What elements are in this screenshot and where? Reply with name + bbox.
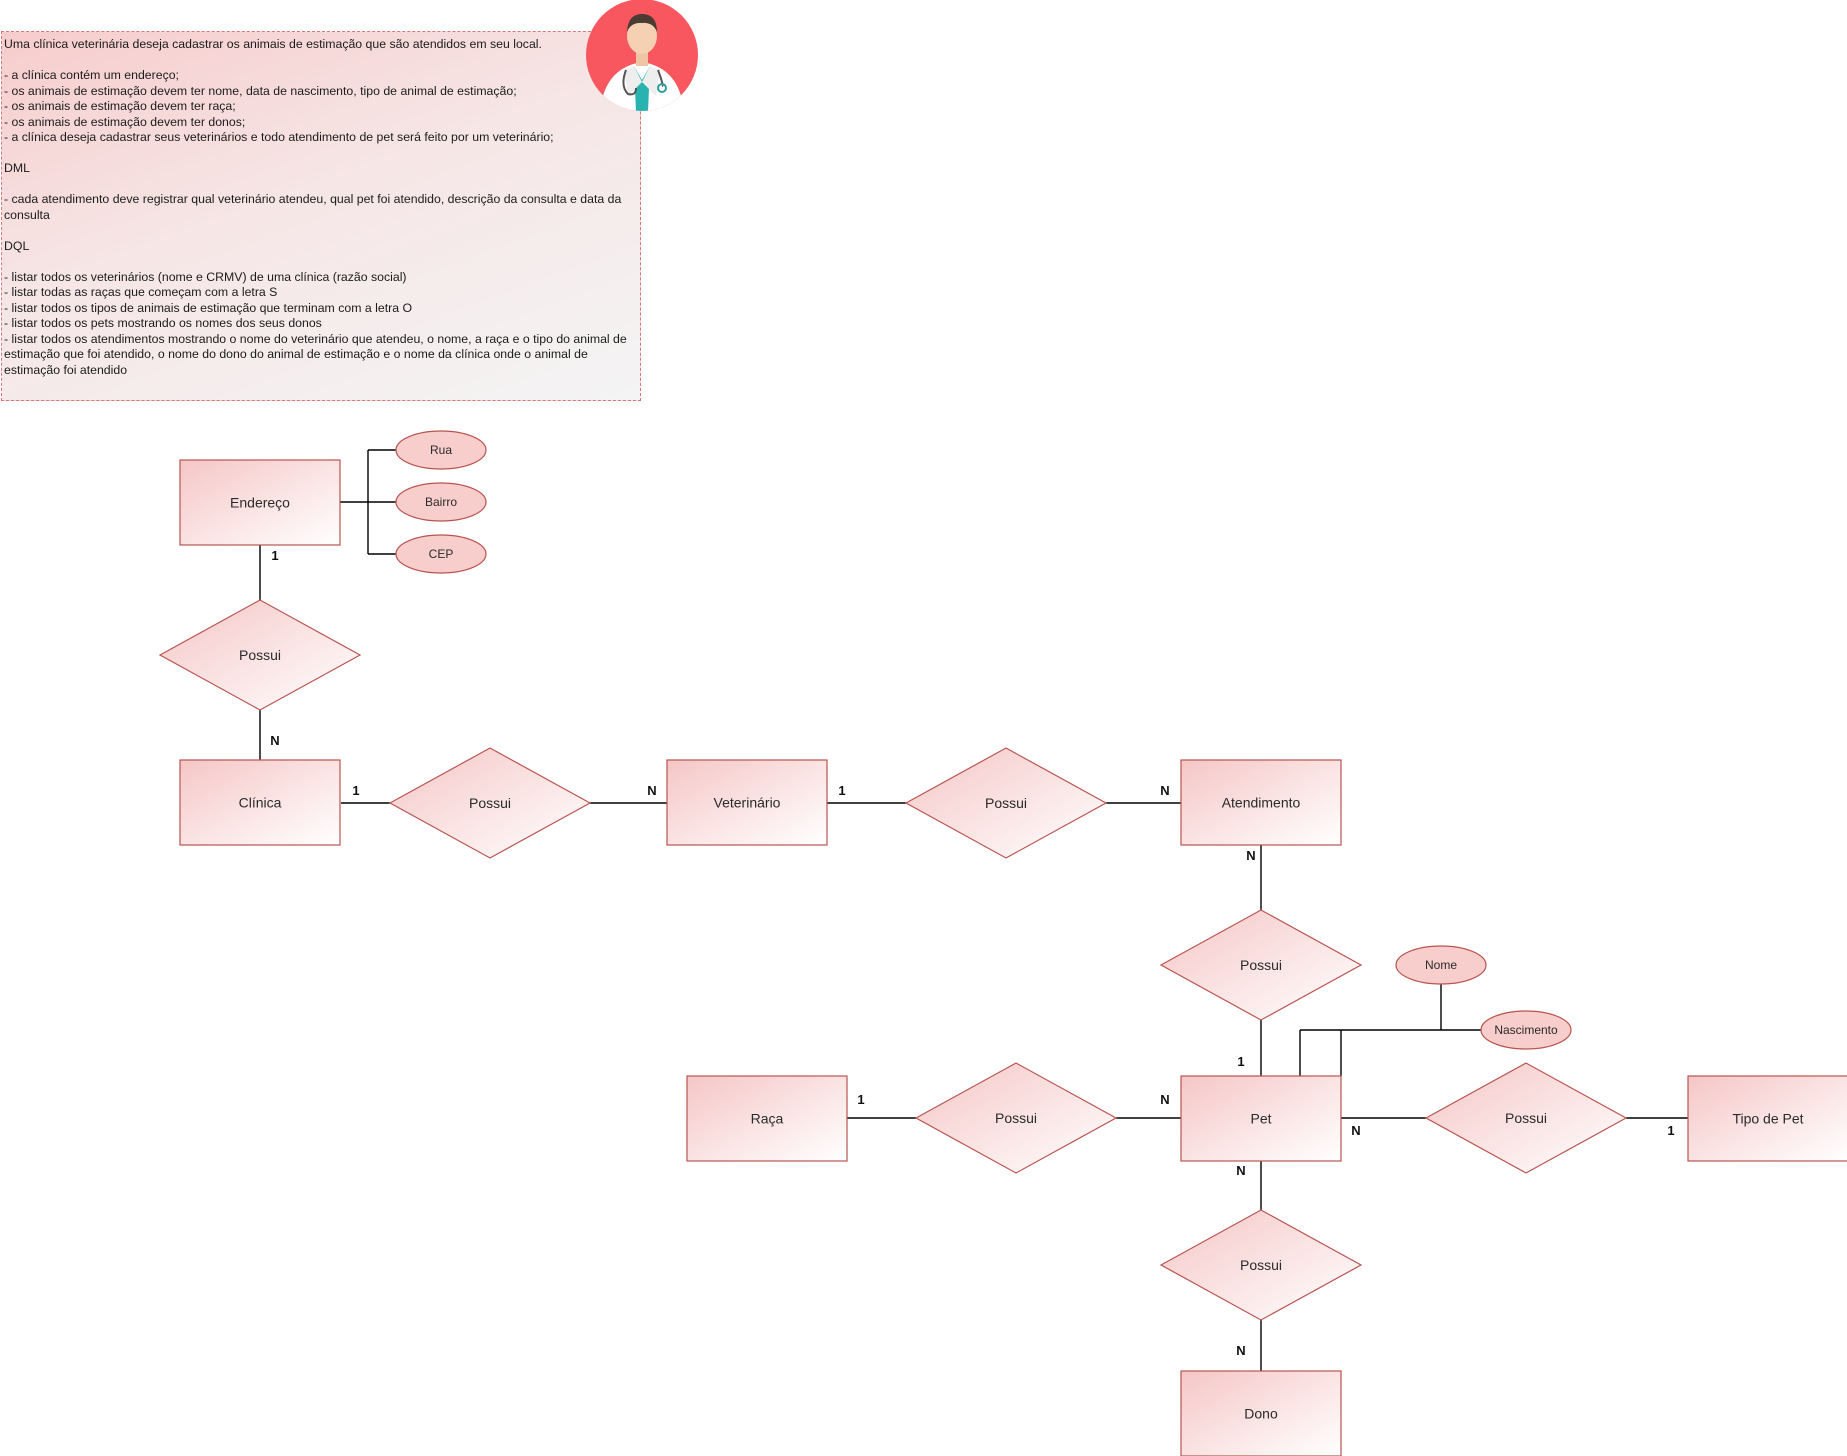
note-line: - cada atendimento deve registrar qual v… — [4, 192, 625, 222]
entity-label: Endereço — [230, 495, 290, 511]
note-line: - os animais de estimação devem ter raça… — [4, 99, 236, 113]
doctor-avatar-icon — [586, 0, 698, 111]
note-line: - listar todas as raças que começam com … — [4, 285, 278, 299]
entity-label: Atendimento — [1222, 795, 1301, 811]
cardinality-raca-side: 1 — [857, 1092, 864, 1107]
note-line: - a clínica contém um endereço; — [4, 68, 179, 82]
cardinality-vet-clinica-side: N — [647, 783, 656, 798]
cardinality-dono-side: N — [1236, 1343, 1245, 1358]
cardinality-clinica-endereco-side: N — [270, 733, 279, 748]
relationship-pet-dono[interactable]: Possui — [1159, 1209, 1363, 1321]
note-line: Uma clínica veterinária deseja cadastrar… — [4, 37, 542, 51]
note-line: - listar todos os veterinários (nome e C… — [4, 269, 407, 284]
relationship-veterinario-atendimento[interactable]: Possui — [904, 747, 1108, 859]
entity-atendimento[interactable]: Atendimento — [1180, 759, 1342, 846]
cardinality-clinica-vet-side: 1 — [352, 783, 359, 798]
relationship-atendimento-pet[interactable]: Possui — [1159, 909, 1363, 1021]
attribute-label: Bairro — [425, 495, 457, 509]
entity-dono[interactable]: Dono — [1180, 1370, 1342, 1456]
entity-label: Raça — [751, 1111, 784, 1127]
entity-label: Pet — [1250, 1111, 1271, 1127]
entity-label: Dono — [1244, 1406, 1278, 1422]
relationship-label: Possui — [239, 647, 281, 663]
cardinality-pet-dono-side: N — [1236, 1163, 1245, 1178]
entity-raca[interactable]: Raça — [686, 1075, 848, 1162]
connector-lines — [259, 449, 1688, 1371]
entity-tipo[interactable]: Tipo de Pet — [1687, 1075, 1847, 1162]
cardinality-tipo-side: 1 — [1667, 1123, 1674, 1138]
entity-clinica[interactable]: Clínica — [179, 759, 341, 846]
attribute-bairro[interactable]: Bairro — [395, 482, 487, 522]
entity-label: Clínica — [239, 795, 282, 811]
attribute-nascimento[interactable]: Nascimento — [1480, 1010, 1572, 1050]
attribute-label: Nome — [1425, 958, 1457, 972]
attribute-nome[interactable]: Nome — [1395, 945, 1487, 985]
note-line: - listar todos os atendimentos mostrando… — [4, 331, 631, 377]
note-line: - listar todos os pets mostrando os nome… — [4, 316, 322, 330]
entity-veterinario[interactable]: Veterinário — [666, 759, 828, 846]
relationship-label: Possui — [995, 1110, 1037, 1126]
attribute-label: CEP — [429, 547, 454, 561]
cardinality-pet-atend-side: 1 — [1237, 1054, 1244, 1069]
attribute-label: Nascimento — [1494, 1023, 1558, 1037]
relationship-label: Possui — [1240, 957, 1282, 973]
requirements-note: Uma clínica veterinária deseja cadastrar… — [1, 31, 641, 401]
relationship-label: Possui — [469, 795, 511, 811]
cardinality-endereco-side: 1 — [271, 548, 278, 563]
note-line: DQL — [4, 238, 30, 253]
attribute-cep[interactable]: CEP — [395, 534, 487, 574]
note-line: - a clínica deseja cadastrar seus veteri… — [4, 130, 554, 144]
cardinality-pet-raca-side: N — [1160, 1092, 1169, 1107]
entity-endereco[interactable]: Endereço — [179, 459, 341, 546]
cardinality-pet-tipo-side: N — [1351, 1123, 1360, 1138]
note-line: - os animais de estimação devem ter nome… — [4, 83, 517, 98]
note-line: - listar todos os tipos de animais de es… — [4, 300, 413, 315]
relationship-raca-pet[interactable]: Possui — [914, 1062, 1118, 1174]
relationship-label: Possui — [1240, 1257, 1282, 1273]
cardinality-vet-atend-side: 1 — [838, 783, 845, 798]
relationship-label: Possui — [985, 795, 1027, 811]
note-line: - os animais de estimação devem ter dono… — [4, 114, 246, 129]
relationship-label: Possui — [1505, 1110, 1547, 1126]
attribute-label: Rua — [430, 443, 452, 457]
entity-label: Veterinário — [714, 795, 781, 811]
relationship-clinica-veterinario[interactable]: Possui — [388, 747, 592, 859]
entity-pet[interactable]: Pet — [1180, 1075, 1342, 1162]
cardinality-atend-vet-side: N — [1160, 783, 1169, 798]
entity-label: Tipo de Pet — [1732, 1111, 1803, 1127]
cardinality-atend-pet-side: N — [1246, 848, 1255, 863]
attribute-rua[interactable]: Rua — [395, 430, 487, 470]
relationship-pet-tipo[interactable]: Possui — [1424, 1062, 1628, 1174]
relationship-endereco-clinica[interactable]: Possui — [158, 599, 362, 711]
note-line: DML — [4, 161, 30, 175]
